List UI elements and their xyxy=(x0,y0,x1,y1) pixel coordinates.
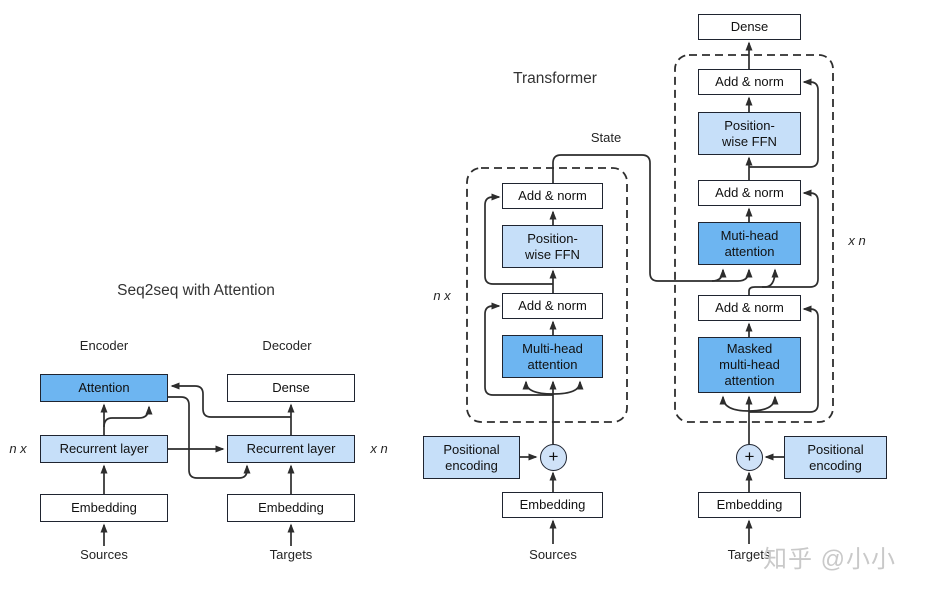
dec-add-norm-bottom-box: Add & norm xyxy=(698,295,801,321)
seq2seq-embedding-decoder-box: Embedding xyxy=(227,494,355,522)
arrow-input-masked-left xyxy=(719,395,750,412)
residual-mha-dec xyxy=(762,189,819,288)
seq2seq-recurrent-decoder-box: Recurrent layer xyxy=(227,435,355,463)
arrow-input-masked-right xyxy=(748,395,779,412)
enc-plus-node: + xyxy=(540,444,567,471)
enc-add-norm-bottom-box: Add & norm xyxy=(502,293,603,319)
seq2seq-attention-box: Attention xyxy=(40,374,168,402)
arrow-input-mha-left xyxy=(522,380,554,395)
dec-add-norm-top-box: Add & norm xyxy=(698,69,801,95)
residual-masked xyxy=(749,305,819,413)
seq2seq-arrows xyxy=(100,382,295,546)
transformer-decoder-frame xyxy=(674,54,834,423)
enc-position-wise-ffn-box: Position- wise FFN xyxy=(502,225,603,268)
arrow-input-mha-right xyxy=(552,380,584,395)
transformer-repeat-left-label: n x xyxy=(433,288,451,303)
transformer-encoder-frame xyxy=(466,167,628,423)
seq2seq-title: Seq2seq with Attention xyxy=(117,282,275,299)
seq2seq-decoder-label: Decoder xyxy=(262,338,312,353)
dec-embedding-box: Embedding xyxy=(698,492,801,518)
dec-position-wise-ffn-box: Position- wise FFN xyxy=(698,112,801,155)
dec-positional-encoding-box: Positional encoding xyxy=(784,436,887,479)
dashed-repeat-frames xyxy=(466,54,834,423)
state-line xyxy=(552,154,753,282)
dec-plus-node: + xyxy=(736,444,763,471)
dec-dense-box: Dense xyxy=(698,14,801,40)
transformer-sources-label: Sources xyxy=(529,547,577,562)
transformer-title: Transformer xyxy=(513,70,597,87)
seq2seq-targets-label: Targets xyxy=(269,547,313,562)
enc-embedding-box: Embedding xyxy=(502,492,603,518)
transformer-decoder-arrows xyxy=(719,41,819,544)
arrow-attention-context-to-decoder xyxy=(168,396,251,479)
enc-multi-head-attention-box: Multi-head attention xyxy=(502,335,603,378)
enc-positional-encoding-box: Positional encoding xyxy=(423,436,520,479)
seq2seq-repeat-left-label: n x xyxy=(9,441,27,456)
arrow-decoder-query-to-attention xyxy=(170,382,291,418)
state-branch xyxy=(711,268,727,282)
residual-mha-enc xyxy=(484,302,553,396)
transformer-targets-label: Targets xyxy=(727,547,771,562)
seq2seq-sources-label: Sources xyxy=(80,547,128,562)
zhihu-watermark: 知乎 @小小 xyxy=(763,546,897,573)
dec-add-norm-middle-box: Add & norm xyxy=(698,180,801,206)
seq2seq-repeat-right-label: x n xyxy=(370,441,388,456)
transformer-repeat-right-label: x n xyxy=(848,233,866,248)
state-label: State xyxy=(590,130,622,145)
dec-masked-multi-head-attention-box: Masked multi-head attention xyxy=(698,337,801,393)
seq2seq-embedding-encoder-box: Embedding xyxy=(40,494,168,522)
residual-ffn-enc xyxy=(484,193,553,285)
residual-ffn-dec xyxy=(749,78,819,168)
enc-add-norm-top-box: Add & norm xyxy=(502,183,603,209)
transformer-encoder-arrows xyxy=(484,154,753,544)
seq2seq-encoder-label: Encoder xyxy=(79,338,129,353)
seq2seq-dense-box: Dense xyxy=(227,374,355,402)
arrow-recurrent-attention-2 xyxy=(103,405,153,428)
seq2seq-recurrent-encoder-box: Recurrent layer xyxy=(40,435,168,463)
dec-muti-head-attention-box: Muti-head attention xyxy=(698,222,801,265)
arrow-query-mha-dec xyxy=(748,268,779,295)
